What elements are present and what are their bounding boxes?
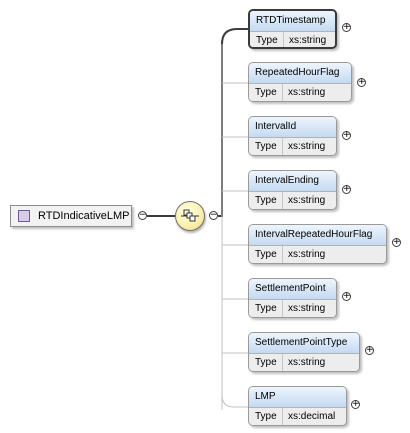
child-element-name: SettlementPoint bbox=[249, 279, 336, 300]
child-element[interactable]: IntervalEnding Type xs:string bbox=[248, 170, 337, 210]
type-value: xs:string bbox=[288, 195, 326, 206]
child-element-name: IntervalEnding bbox=[249, 171, 336, 192]
type-label: Type bbox=[249, 408, 283, 425]
child-element[interactable]: IntervalRepeatedHourFlag Type xs:string bbox=[248, 224, 387, 264]
type-label: Type bbox=[250, 32, 284, 47]
child-element[interactable]: RTDTimestamp Type xs:string bbox=[248, 9, 337, 49]
type-value: xs:string bbox=[288, 87, 326, 98]
element-icon bbox=[18, 210, 30, 222]
child-element-name: RepeatedHourFlag bbox=[249, 63, 351, 84]
child-type-row: Type xs:decimal bbox=[249, 408, 346, 425]
sequence-compositor[interactable] bbox=[175, 201, 205, 231]
branch-line bbox=[221, 394, 248, 408]
type-label: Type bbox=[249, 300, 283, 317]
expand-toggle[interactable]: + bbox=[342, 130, 351, 140]
expand-toggle[interactable]: + bbox=[351, 399, 360, 409]
root-element[interactable]: RTDIndicativeLMP bbox=[10, 205, 132, 227]
type-label: Type bbox=[249, 354, 283, 371]
child-type-row: Type xs:string bbox=[249, 354, 359, 371]
child-type-row: Type xs:string bbox=[249, 246, 386, 263]
expand-toggle[interactable]: + bbox=[342, 184, 351, 194]
type-value: xs:string bbox=[289, 35, 327, 46]
child-type-row: Type xs:string bbox=[249, 300, 336, 317]
child-element-name: IntervalId bbox=[249, 117, 336, 138]
child-element-name: LMP bbox=[249, 387, 346, 408]
type-value: xs:string bbox=[288, 303, 326, 314]
expand-toggle[interactable]: + bbox=[357, 77, 366, 87]
selected-branch-line bbox=[218, 28, 248, 217]
expand-toggle[interactable]: + bbox=[342, 291, 351, 301]
child-element-name: RTDTimestamp bbox=[250, 11, 335, 32]
child-element[interactable]: LMP Type xs:decimal bbox=[248, 386, 347, 426]
child-element[interactable]: IntervalId Type xs:string bbox=[248, 116, 337, 156]
compositor-collapse-toggle[interactable]: − bbox=[209, 210, 218, 220]
child-element[interactable]: RepeatedHourFlag Type xs:string bbox=[248, 62, 352, 102]
type-label: Type bbox=[249, 246, 283, 263]
type-value: xs:string bbox=[288, 141, 326, 152]
root-element-label: RTDIndicativeLMP bbox=[38, 210, 130, 222]
type-value: xs:string bbox=[288, 249, 326, 260]
type-label: Type bbox=[249, 84, 283, 101]
expand-toggle[interactable]: + bbox=[365, 345, 374, 355]
expand-toggle[interactable]: + bbox=[392, 237, 401, 247]
child-type-row: Type xs:string bbox=[250, 32, 335, 47]
child-type-row: Type xs:string bbox=[249, 138, 336, 155]
type-label: Type bbox=[249, 192, 283, 209]
child-element-name: SettlementPointType bbox=[249, 333, 359, 354]
child-type-row: Type xs:string bbox=[249, 192, 336, 209]
child-element[interactable]: SettlementPoint Type xs:string bbox=[248, 278, 337, 318]
expand-toggle[interactable]: + bbox=[342, 22, 351, 32]
child-type-row: Type xs:string bbox=[249, 84, 351, 101]
type-value: xs:decimal bbox=[288, 411, 336, 422]
sequence-icon bbox=[181, 209, 199, 222]
type-value: xs:string bbox=[288, 357, 326, 368]
child-element-name: IntervalRepeatedHourFlag bbox=[249, 225, 386, 246]
root-collapse-toggle[interactable]: − bbox=[138, 210, 147, 220]
child-element[interactable]: SettlementPointType Type xs:string bbox=[248, 332, 360, 372]
type-label: Type bbox=[249, 138, 283, 155]
